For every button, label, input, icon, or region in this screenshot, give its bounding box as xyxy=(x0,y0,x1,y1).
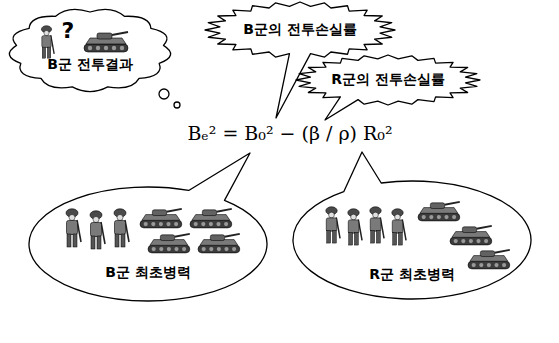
outline-path xyxy=(293,152,531,299)
tank-icon xyxy=(140,209,182,228)
tank-icon xyxy=(450,226,492,245)
question-mark-holder: ? xyxy=(62,18,75,44)
b-force-figures xyxy=(66,209,240,253)
speech-ellipse: R군 최초병력 xyxy=(292,180,532,300)
node-text: B군 전투결과 xyxy=(47,56,133,74)
cloud-figures xyxy=(41,26,128,58)
outline-path xyxy=(205,2,395,118)
soldier-icon xyxy=(392,209,406,245)
lanchester-formula: Bₑ² = B₀² − (β / ρ) R₀² xyxy=(187,122,392,145)
outline-path xyxy=(9,9,180,108)
soldier-icon xyxy=(90,211,105,249)
burst-bubble: B군의 전투손실률 xyxy=(205,2,395,58)
thought-cloud-outline xyxy=(4,4,176,96)
tank-icon xyxy=(468,250,510,269)
lanchester-formula-holder: Bₑ² = B₀² − (β / ρ) R₀² xyxy=(187,122,392,145)
soldier-icon xyxy=(326,207,340,243)
soldier-icon xyxy=(114,209,129,247)
speech-ellipse: B군 최초병력 xyxy=(28,186,268,302)
outline-path xyxy=(29,153,267,301)
soldier-icon xyxy=(41,26,54,58)
node-text: R군 최초병력 xyxy=(369,266,455,284)
soldier-icon xyxy=(66,209,81,247)
question-mark: ? xyxy=(62,18,75,44)
soldier-icon xyxy=(370,207,384,243)
tank-icon xyxy=(190,209,232,228)
soldier-icon xyxy=(348,209,362,245)
outline-path xyxy=(296,55,480,120)
tank-icon xyxy=(84,32,128,52)
tank-icon xyxy=(418,202,460,221)
tank-icon xyxy=(198,234,240,253)
speech-ellipse-outline xyxy=(28,186,268,302)
node-text: B군의 전투손실률 xyxy=(243,21,357,39)
tank-icon xyxy=(148,234,190,253)
r-force-figures xyxy=(326,202,510,269)
node-text: B군 최초병력 xyxy=(105,264,191,282)
thought-cloud: B군 전투결과 xyxy=(4,4,176,96)
burst-bubble: R군의 전투손실률 xyxy=(296,55,480,105)
node-text: R군의 전투손실률 xyxy=(331,71,445,89)
